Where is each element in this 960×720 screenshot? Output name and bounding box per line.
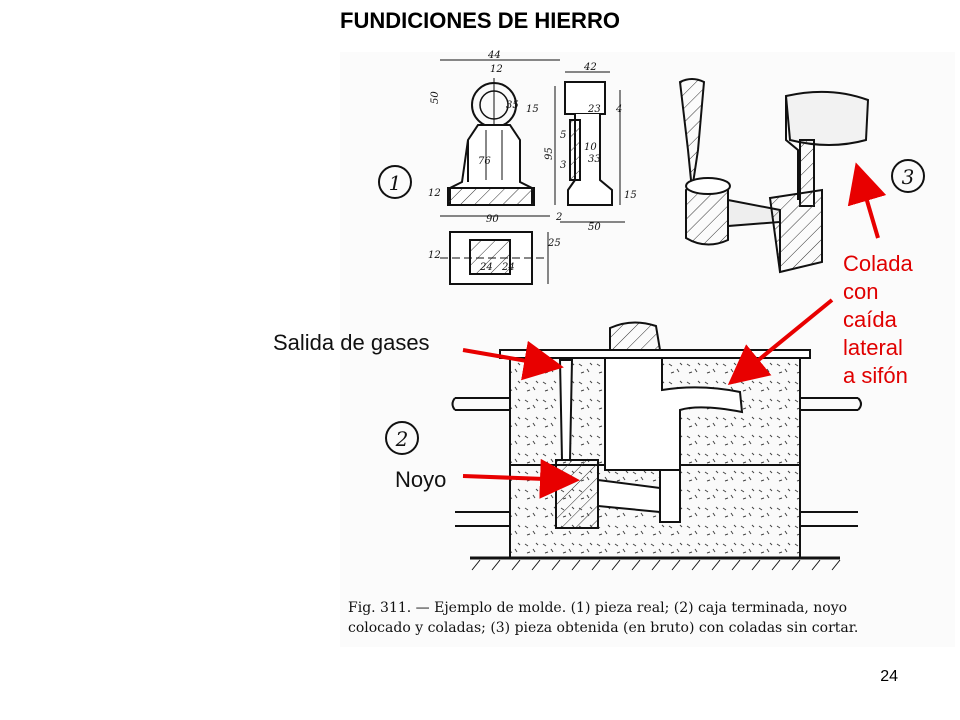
svg-text:1: 1 [389, 171, 402, 195]
arrow-colada-down [727, 298, 834, 386]
colada-annotation: Colada con caída lateral a sifón [843, 250, 913, 390]
dim-label: 76 [478, 156, 491, 167]
dim-label: 4 [615, 104, 622, 115]
arrow-colada-up [847, 162, 887, 239]
circled-marker-3: 3 [891, 159, 925, 193]
colada-line: caída [843, 307, 897, 332]
colada-line: Colada [843, 251, 913, 276]
part-side-view [554, 71, 625, 223]
dim-label: 12 [428, 250, 441, 261]
rough-casting-drawing [678, 78, 870, 274]
annotation-arrows [462, 162, 887, 499]
page-title: FUNDICIONES DE HIERRO [340, 8, 620, 33]
part-front-view [440, 59, 560, 217]
page-number: 24 [880, 668, 898, 685]
dim-label: 12 [490, 64, 503, 75]
colada-line: con [843, 279, 879, 304]
dim-label: 15 [526, 104, 539, 115]
dim-label: 24 [479, 262, 493, 273]
dim-label: 42 [583, 62, 597, 73]
dim-label: 15 [624, 190, 637, 201]
circled-marker-2: 2 [385, 421, 419, 455]
dim-label: 95 [544, 147, 555, 160]
dim-label: 50 [588, 222, 601, 233]
dim-label: 3 [560, 160, 566, 171]
arrow-noyo [462, 458, 580, 499]
dim-label: 23 [587, 104, 601, 115]
dim-label: 5 [560, 130, 566, 141]
caption-line-2: colocado y coladas; (3) pieza obtenida (… [348, 620, 859, 636]
dim-label: 35 [506, 100, 519, 111]
svg-text:3: 3 [902, 165, 915, 189]
dim-label: 10 [584, 142, 597, 153]
caption-line-1: Fig. 311. — Ejemplo de molde. (1) pieza … [348, 600, 848, 616]
dim-label: 33 [588, 154, 601, 165]
dimension-labels: 44 12 42 50 35 15 23 4 5 95 10 33 76 3 1… [428, 50, 637, 273]
colada-line: a sifón [843, 363, 908, 388]
colada-line: lateral [843, 335, 903, 360]
noyo-label: Noyo [395, 467, 447, 492]
figure-caption: Fig. 311. — Ejemplo de molde. (1) pieza … [348, 598, 948, 638]
dim-label: 50 [430, 91, 441, 104]
dim-label: 25 [547, 238, 561, 249]
circled-marker-1: 1 [378, 165, 412, 199]
part-plan-view [440, 231, 549, 285]
salida-de-gases-label: Salida de gases [273, 330, 430, 355]
dim-label: 24 [501, 262, 515, 273]
dim-label: 90 [486, 214, 499, 225]
dim-label: 12 [428, 188, 441, 199]
dim-label: 44 [487, 50, 501, 61]
ground-hatching [471, 559, 841, 571]
arrow-salida [462, 340, 564, 381]
dim-label: 2 [555, 212, 562, 223]
svg-text:2: 2 [395, 427, 409, 451]
